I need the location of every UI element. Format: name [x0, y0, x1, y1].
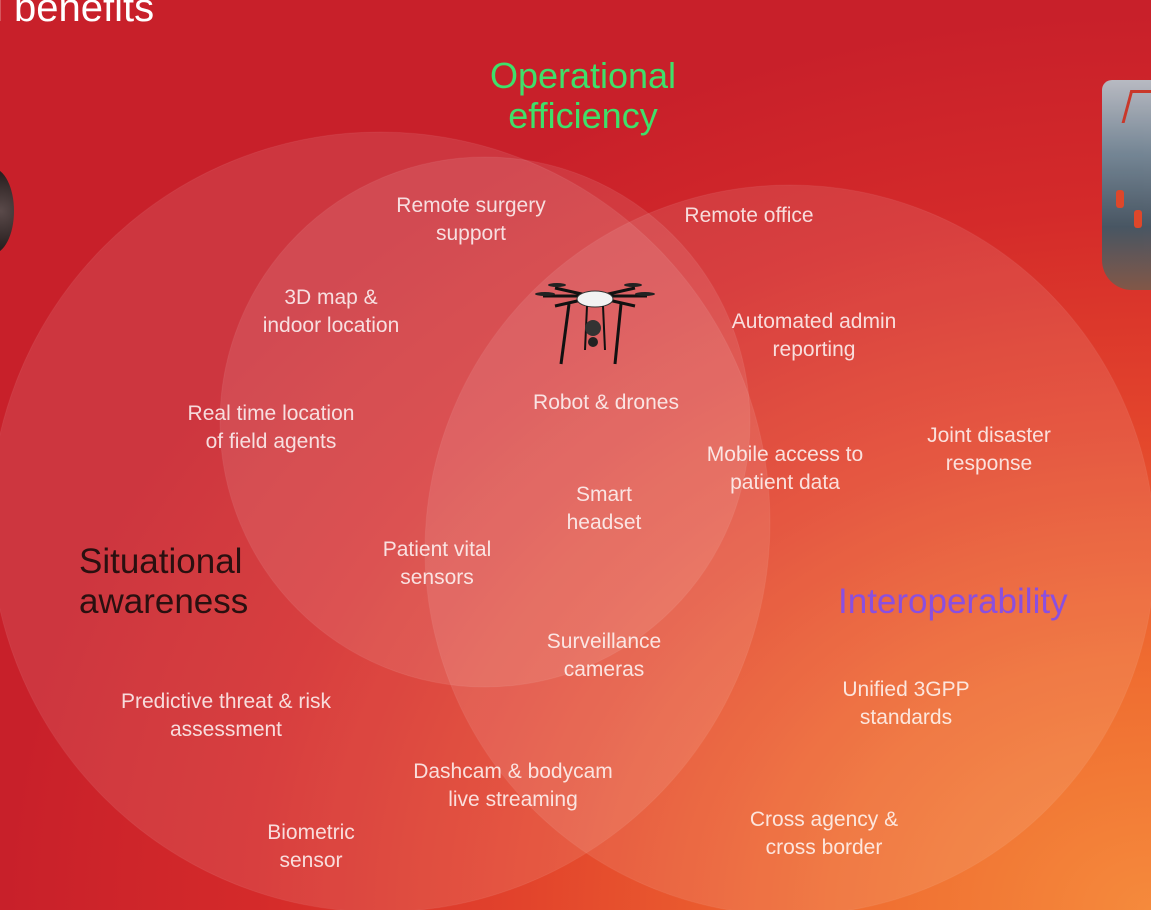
item-line: Real time location — [187, 402, 355, 425]
item-line: patient data — [730, 471, 840, 494]
item-predictive-threat-risk: Predictive threat & risk assessment — [121, 688, 331, 744]
item-remote-office: Remote office — [684, 202, 813, 230]
category-interoperability: Interoperability — [838, 582, 1068, 621]
item-automated-admin-reporting: Automated admin reporting — [732, 308, 897, 364]
venn-circle-interoperability — [424, 184, 1151, 910]
item-line: reporting — [772, 338, 856, 361]
item-biometric-sensor: Biometric sensor — [267, 819, 355, 875]
category-situational-line2: awareness — [79, 582, 249, 621]
item-line: headset — [566, 511, 642, 534]
item-line: cameras — [563, 658, 645, 681]
venn-circle-situational — [0, 131, 771, 910]
item-line: Predictive threat & risk — [120, 690, 332, 713]
category-operational-line2: efficiency — [508, 95, 658, 136]
item-line: Biometric — [267, 821, 355, 844]
item-line: Patient vital — [382, 538, 492, 561]
item-line: sensor — [279, 849, 343, 872]
item-mobile-access-patient-data: Mobile access to patient data — [707, 441, 863, 497]
item-line: Mobile access to — [706, 443, 864, 466]
item-line: Robot & drones — [533, 391, 679, 414]
item-line: Unified 3GPP — [842, 678, 970, 701]
venn-circle-operational — [219, 156, 751, 688]
item-line: Smart — [575, 483, 633, 506]
category-operational-line1: Operational — [489, 55, 677, 96]
category-operational-efficiency: Operational efficiency — [490, 56, 676, 136]
item-line: Joint disaster — [927, 424, 1051, 447]
page-title: l benefits — [0, 0, 155, 30]
item-line: sensors — [400, 566, 474, 589]
item-smart-headset: Smart headset — [567, 481, 642, 537]
item-real-time-location: Real time location of field agents — [188, 400, 355, 456]
item-line: live streaming — [448, 788, 578, 811]
item-remote-surgery-support: Remote surgery support — [396, 192, 545, 248]
item-line: cross border — [765, 836, 883, 859]
category-situational-awareness: Situational awareness — [79, 542, 248, 622]
item-robot-drones: Robot & drones — [533, 389, 679, 417]
item-line: indoor location — [262, 314, 400, 337]
item-dashcam-bodycam: Dashcam & bodycam live streaming — [413, 758, 613, 814]
firefighter-photo — [1102, 80, 1151, 290]
item-patient-vital-sensors: Patient vital sensors — [383, 536, 492, 592]
item-line: 3D map & — [284, 286, 378, 309]
item-joint-disaster-response: Joint disaster response — [927, 422, 1051, 478]
item-line: response — [945, 452, 1033, 475]
device-icon — [0, 168, 14, 254]
drone-icon — [535, 283, 655, 365]
item-line: support — [435, 222, 507, 245]
item-line: Cross agency & — [749, 808, 899, 831]
item-3d-map: 3D map & indoor location — [263, 284, 400, 340]
item-line: Remote office — [684, 204, 814, 227]
category-situational-line1: Situational — [79, 542, 243, 581]
item-line: assessment — [169, 718, 283, 741]
item-cross-agency-border: Cross agency & cross border — [750, 806, 898, 862]
item-line: standards — [859, 706, 953, 729]
item-line: Dashcam & bodycam — [413, 760, 613, 783]
item-line: of field agents — [205, 430, 337, 453]
item-line: Remote surgery — [396, 194, 546, 217]
item-line: Surveillance — [546, 630, 662, 653]
item-line: Automated admin — [731, 310, 897, 333]
item-surveillance-cameras: Surveillance cameras — [547, 628, 661, 684]
item-unified-3gpp-standards: Unified 3GPP standards — [842, 676, 969, 732]
